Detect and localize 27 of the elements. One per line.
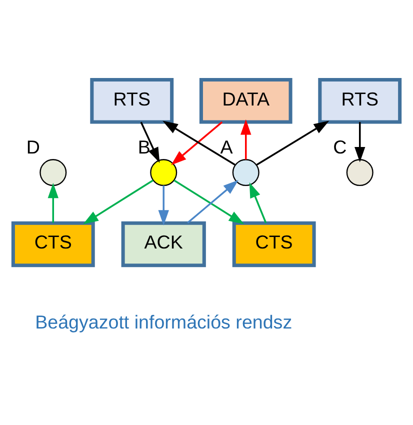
node-label: C <box>333 136 347 158</box>
node-circle <box>232 159 260 186</box>
arrow <box>354 122 366 162</box>
arrow <box>256 120 330 166</box>
node-box: RTS <box>90 78 174 124</box>
node-box: RTS <box>318 78 402 124</box>
node-circle <box>150 159 178 186</box>
arrow <box>174 180 244 224</box>
node-label: D <box>26 136 40 158</box>
arrow <box>162 120 236 166</box>
arrow <box>240 119 252 160</box>
node-circle <box>40 159 67 186</box>
node-label: A <box>220 136 233 158</box>
arrow <box>83 180 154 224</box>
node-box: CTS <box>232 221 316 268</box>
arrow <box>48 182 58 223</box>
node-box: CTS <box>11 221 95 268</box>
arrow <box>187 180 238 224</box>
arrow <box>158 185 169 226</box>
arrow <box>171 121 223 166</box>
node-box: DATA <box>199 78 292 124</box>
node-circle <box>346 159 374 186</box>
arrow <box>249 182 267 224</box>
label: Beágyazott információs rendsz <box>35 312 292 333</box>
node-box: ACK <box>121 221 206 268</box>
node-label: B <box>138 136 150 158</box>
arrow <box>140 122 160 163</box>
